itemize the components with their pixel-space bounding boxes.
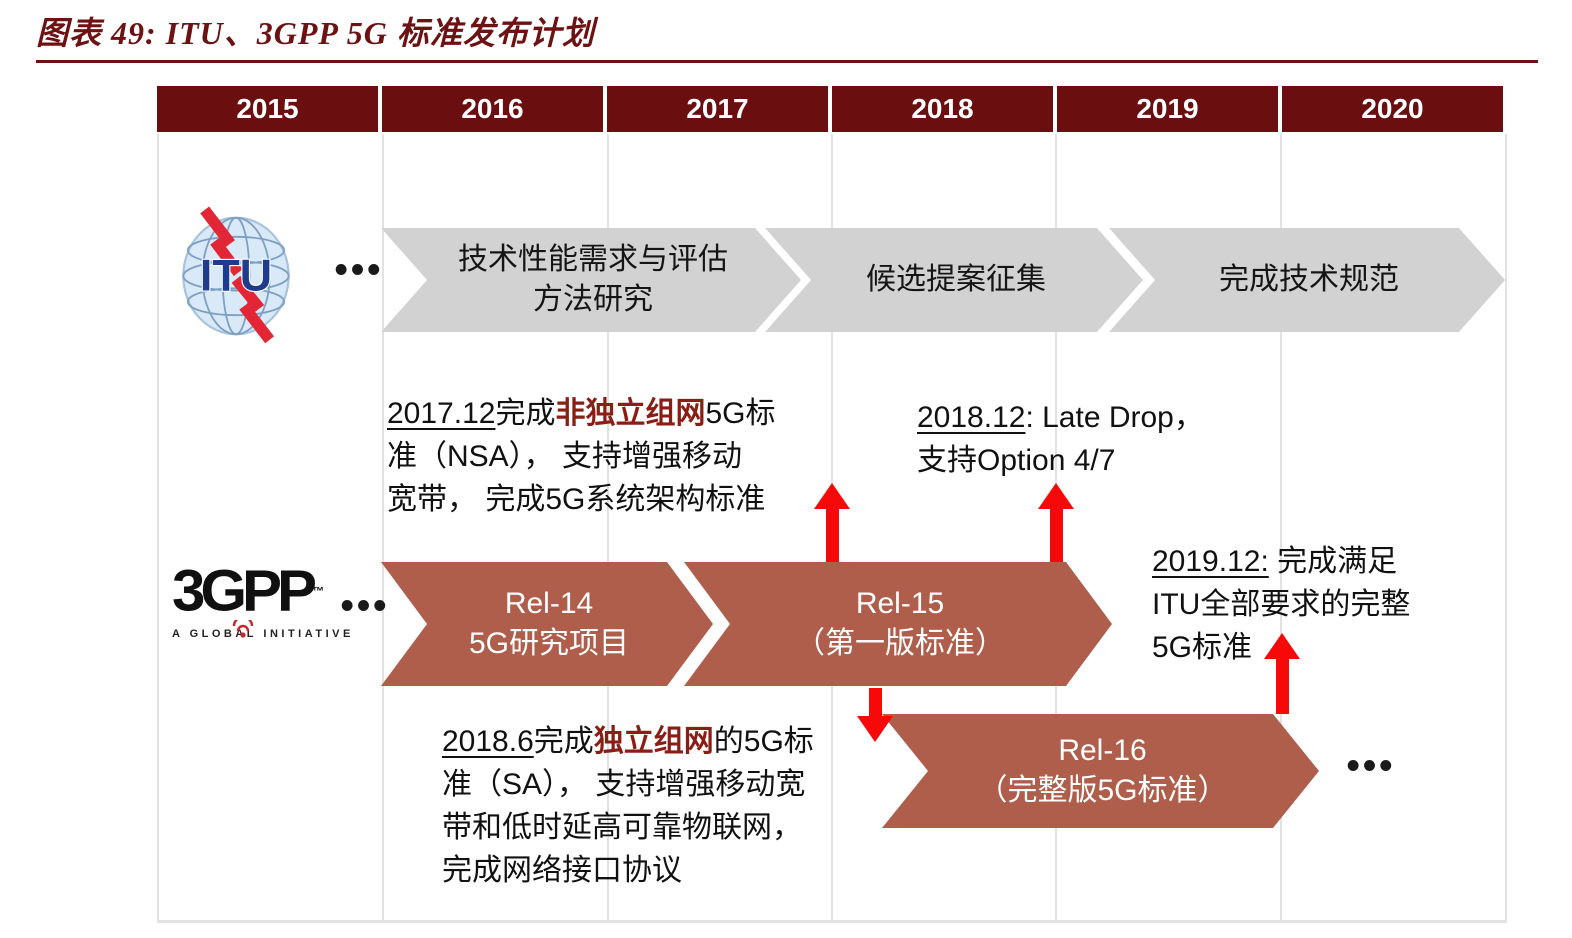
release-label: Rel-14 [504, 587, 594, 620]
annotation-text: 的5G标 [713, 725, 814, 758]
year-header-2019: 2019 [1057, 86, 1278, 132]
arrow-head [814, 483, 850, 509]
year-header-2020: 2020 [1282, 86, 1503, 132]
annotation-text: 宽带， 完成5G系统架构标准 [387, 483, 766, 516]
arrow-head [1264, 633, 1300, 659]
timeline-grid: ITU ••• 技术性能需求与评估 方法研究 候选提案征集 完成技术规范 201… [157, 134, 1507, 923]
annotation-late-drop: 2018.12: Late Drop， 支持Option 4/7 [917, 396, 1247, 482]
annotation-text: 完成满足 [1268, 545, 1398, 578]
red-down-arrow-sa [857, 688, 893, 742]
annotation-text: 完成 [495, 397, 556, 430]
year-header-2018: 2018 [832, 86, 1053, 132]
itu-row-dots: ••• [334, 249, 384, 291]
year-header-2015: 2015 [157, 86, 378, 132]
annotation-highlight: 非独立组网 [555, 397, 706, 430]
phase-label: 完成技术规范 [1219, 263, 1399, 296]
gridline-2020 [1280, 134, 1282, 920]
arrow-head [1038, 483, 1074, 509]
annotation-text: 完成 [533, 725, 594, 758]
phase-label: 技术性能需求与评估 [458, 243, 728, 276]
red-up-arrow-nsa [814, 483, 850, 562]
rel16-trailing-dots: ••• [1346, 745, 1396, 787]
annotation-text: 带和低时延高可靠物联网， [442, 811, 802, 844]
itu-lightning-icon [200, 206, 275, 344]
annotation-date: 2018.12 [917, 401, 1026, 434]
annotation-nsa: 2017.12完成非独立组网5G标 准（NSA）， 支持增强移动 宽带， 完成5… [387, 392, 857, 521]
annotation-text: 准（NSA）， 支持增强移动 [387, 440, 743, 473]
3gpp-waves-icon [232, 620, 254, 638]
annotation-sa: 2018.6完成独立组网的5G标 准（SA）， 支持增强移动宽 带和低时延高可靠… [442, 720, 902, 892]
release-label: （完整版5G标准） [977, 774, 1228, 807]
release-label: Rel-16 [1058, 734, 1147, 767]
year-header-row: 2015 2016 2017 2018 2019 2020 [157, 86, 1503, 132]
annotation-text: 5G标 [705, 397, 776, 430]
3gpp-row-dots: ••• [340, 585, 390, 627]
itu-phase-arrow-1: 技术性能需求与评估 方法研究 [381, 228, 801, 332]
itu-phase-arrow-3: 完成技术规范 [1109, 228, 1505, 332]
itu-phase-arrow-2: 候选提案征集 [765, 228, 1143, 332]
annotation-text: : Late Drop， [1025, 401, 1204, 434]
figure-title: 图表 49: ITU、3GPP 5G 标准发布计划 [36, 15, 595, 51]
release-label: 5G研究项目 [468, 627, 630, 660]
3gpp-logo-text: 3GPP™ [172, 557, 325, 624]
arrow-stem [825, 509, 839, 562]
trademark-symbol: ™ [312, 584, 325, 598]
itu-logo-text: ITU [200, 251, 272, 301]
release-label: Rel-15 [855, 587, 945, 620]
release-label: （第一版标准） [795, 627, 1005, 660]
3gpp-logo: 3GPP™ A GLOBAL INITIATIVE [172, 557, 354, 666]
arrow-head [857, 716, 893, 742]
release-arrow-rel15: Rel-15 （第一版标准） [684, 562, 1112, 686]
3gpp-logo-caption: A GLOBAL INITIATIVE [172, 628, 354, 640]
red-up-arrow-late-drop [1038, 483, 1074, 562]
release-arrow-rel14: Rel-14 5G研究项目 [381, 562, 713, 686]
gridline-2017 [607, 134, 609, 920]
arrow-stem [1275, 659, 1289, 714]
gridline-2016 [382, 134, 384, 920]
arrow-stem [1049, 509, 1063, 562]
annotation-highlight: 独立组网 [593, 725, 714, 758]
title-rule [36, 60, 1538, 63]
red-up-arrow-itu-full [1264, 633, 1300, 714]
release-arrow-rel16: Rel-16 （完整版5G标准） [882, 714, 1319, 828]
annotation-text: 支持Option 4/7 [917, 444, 1116, 477]
annotation-text: ITU全部要求的完整 [1152, 588, 1411, 621]
phase-label: 候选提案征集 [866, 263, 1046, 296]
arrow-stem [868, 688, 882, 716]
year-header-2016: 2016 [382, 86, 603, 132]
annotation-date: 2019.12: [1152, 545, 1269, 578]
annotation-date: 2018.6 [442, 725, 534, 758]
itu-logo: ITU [180, 205, 292, 347]
annotation-itu-full: 2019.12: 完成满足 ITU全部要求的完整 5G标准 [1152, 540, 1472, 669]
year-header-2017: 2017 [607, 86, 828, 132]
annotation-text: 5G标准 [1152, 631, 1253, 664]
annotation-text: 准（SA）， 支持增强移动宽 [442, 768, 806, 801]
phase-label: 方法研究 [533, 283, 653, 316]
annotation-date: 2017.12 [387, 397, 496, 430]
annotation-text: 完成网络接口协议 [442, 854, 682, 887]
